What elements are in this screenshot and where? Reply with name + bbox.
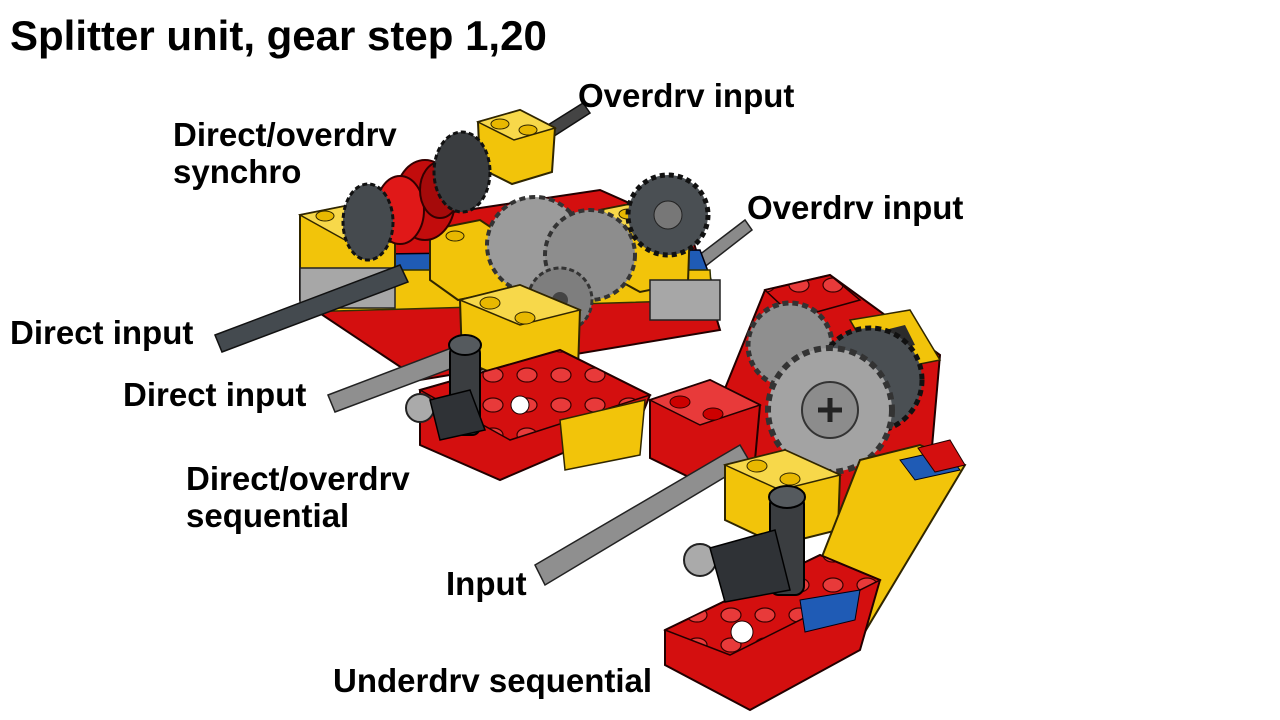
label-direct-overdrv-synchro: Direct/overdrv synchro [173,117,397,191]
label-synchro-line2: synchro [173,154,397,191]
gear-dark-left [343,184,393,260]
gear-dark-right [628,175,708,255]
label-sequential-line1: Direct/overdrv [186,461,410,498]
label-input: Input [446,566,527,603]
label-direct-overdrv-sequential: Direct/overdrv sequential [186,461,410,535]
label-overdrv-input-right: Overdrv input [747,190,963,227]
label-direct-input-1: Direct input [10,315,193,352]
label-synchro-line1: Direct/overdrv [173,117,397,154]
label-direct-input-2: Direct input [123,377,306,414]
label-sequential-line2: sequential [186,498,410,535]
label-overdrv-input-top: Overdrv input [578,78,794,115]
page-title: Splitter unit, gear step 1,20 [10,14,547,58]
label-underdrv-sequential: Underdrv sequential [333,663,652,700]
gear-dark-top [434,132,490,212]
